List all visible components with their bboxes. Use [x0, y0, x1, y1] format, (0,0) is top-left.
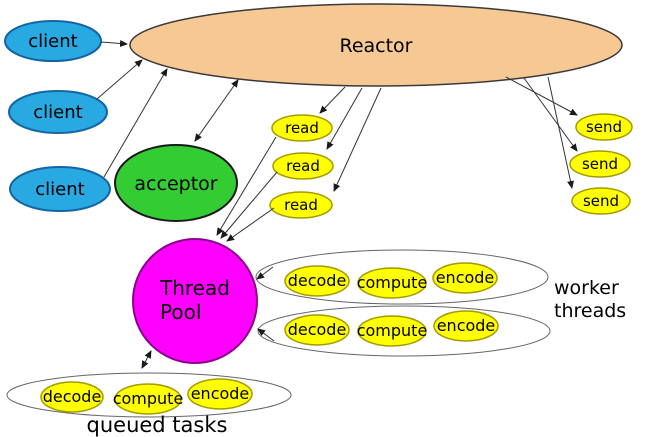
arrow-reactor-acceptor: [194, 79, 239, 142]
arrow-read3-pool: [226, 207, 275, 242]
client-node-2: [8, 90, 108, 134]
arrow-reactor-send1: [505, 76, 578, 116]
task-label-encode-w2: encode: [437, 316, 496, 335]
acceptor-node: [114, 144, 238, 222]
task-node-encode-q: [187, 378, 253, 410]
arrow-worker1-pool: [256, 266, 274, 280]
arrow-reactor-read3: [333, 87, 382, 192]
task-node-encode-w2: [433, 310, 499, 342]
read-node-3: [269, 191, 333, 219]
send-label-1: send: [586, 118, 622, 136]
arrow-worker2-pool: [257, 328, 275, 342]
send-label-2: send: [582, 155, 618, 173]
client-node-3: [9, 166, 111, 212]
arrow-read1-pool: [216, 136, 277, 236]
arrow-reactor-read2: [326, 87, 363, 150]
client-label-1: client: [28, 31, 77, 52]
acceptor-label: acceptor: [134, 173, 217, 195]
task-node-compute-w2: [357, 315, 427, 347]
task-node-decode-w2: [284, 314, 350, 346]
thread-pool-node: [132, 238, 258, 364]
queued-tasks-label: queued tasks: [87, 413, 228, 437]
task-label-compute-w1: compute: [357, 273, 428, 292]
arrow-pool-queued: [141, 350, 152, 369]
arrow-client2-reactor: [96, 59, 143, 100]
task-node-encode-w1: [432, 262, 498, 294]
arrow-reactor-send3: [547, 76, 574, 189]
client-node-1: [4, 20, 102, 62]
read-label-1: read: [285, 119, 319, 137]
read-label-2: read: [286, 157, 320, 175]
task-label-decode-q: decode: [43, 387, 102, 406]
queued-tasks-group: [6, 372, 292, 418]
thread-pool-label-line2: Pool: [160, 300, 201, 324]
thread-pool-label-line1: Thread: [159, 276, 230, 300]
client-label-2: client: [33, 102, 82, 123]
arrow-reactor-send2: [523, 77, 578, 152]
task-label-encode-q: encode: [191, 384, 250, 403]
send-node-2: [569, 150, 631, 178]
arrow-client1-reactor: [100, 39, 128, 47]
task-node-compute-w1: [357, 267, 427, 299]
arrow-reactor-read1: [319, 86, 346, 114]
worker-threads-label-line1: worker: [554, 277, 619, 299]
read-node-1: [271, 114, 333, 142]
task-label-decode-w2: decode: [288, 320, 347, 339]
task-label-decode-w1: decode: [288, 271, 347, 290]
task-label-encode-w1: encode: [436, 268, 495, 287]
arrow-client3-reactor: [103, 68, 168, 178]
reactor-node: [129, 3, 623, 87]
reactor-label: Reactor: [339, 35, 412, 57]
read-node-2: [272, 152, 334, 180]
task-node-compute-q: [114, 383, 182, 415]
task-label-compute-w2: compute: [357, 321, 428, 340]
read-label-3: read: [284, 196, 318, 214]
send-node-1: [575, 113, 633, 141]
task-node-decode-w1: [284, 265, 350, 297]
worker-thread-group-1: [255, 249, 549, 305]
client-label-3: client: [35, 179, 84, 200]
arrow-read2-pool: [220, 171, 278, 239]
send-node-3: [571, 187, 631, 215]
worker-threads-label-line2: threads: [554, 300, 626, 322]
task-node-decode-q: [40, 381, 104, 413]
send-label-3: send: [583, 192, 619, 210]
task-label-compute-q: compute: [113, 389, 184, 408]
